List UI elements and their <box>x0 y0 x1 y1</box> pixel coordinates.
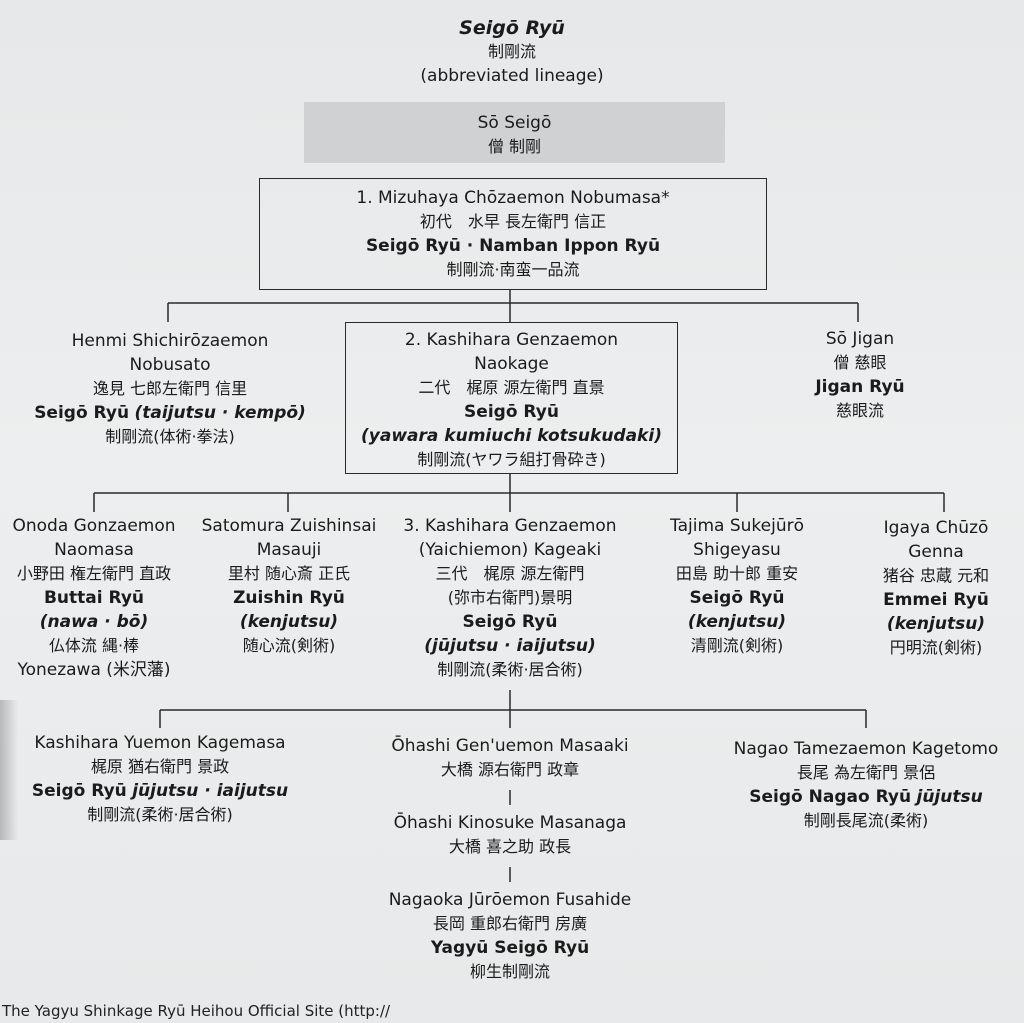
jigan-school-jp: 慈眼流 <box>835 401 884 420</box>
gen3-name2: (Yaichiemon) Kageaki <box>418 540 602 560</box>
gen2-school-jp: 制剛流(ヤワラ組打骨砕き) <box>417 450 606 469</box>
founder-jp: 僧 制剛 <box>487 137 542 156</box>
gen1-school-jp: 制剛流·南蛮一品流 <box>446 260 580 279</box>
fusahide-jp: 長岡 重郎右衛門 房廣 <box>432 914 588 933</box>
gen2-box <box>345 322 678 474</box>
masanaga-node: Ōhashi Kinosuke Masanaga 大橋 喜之助 政長 <box>360 811 660 859</box>
satomura-name1: Satomura Zuishinsai <box>201 516 377 536</box>
title-name: Seigō Ryū <box>459 17 565 39</box>
gen2-node: 2. Kashihara Genzaemon Naokage 二代 梶原 源左衛… <box>345 328 678 472</box>
tajima-name1: Tajima Sukejūrō <box>670 516 804 536</box>
gen3-name1: 3. Kashihara Genzaemon <box>403 516 617 536</box>
igaya-name2: Genna <box>908 542 964 562</box>
founder-shade <box>304 102 725 163</box>
onoda-name2: Naomasa <box>54 540 134 560</box>
kagemasa-school: Seigō Ryū <box>31 781 127 801</box>
onoda-school: Buttai Ryū <box>43 588 145 608</box>
gen2-school-paren: (yawara kumiuchi kotsukudaki) <box>361 426 662 446</box>
henmi-school-paren: (taijutsu · kempō) <box>134 403 306 423</box>
henmi-school-jp: 制剛流(体術·拳法) <box>105 427 235 446</box>
onoda-domain: Yonezawa (米沢藩) <box>17 660 171 680</box>
gen1-box <box>259 178 767 290</box>
masanaga-name: Ōhashi Kinosuke Masanaga <box>393 813 627 833</box>
satomura-node: Satomura Zuishinsai Masauji 里村 随心斎 正氏 Zu… <box>192 514 386 658</box>
footer-citation: The Yagyu Shinkage Ryū Heihou Official S… <box>2 1002 391 1020</box>
jigan-school: Jigan Ryū <box>815 377 905 397</box>
kagetomo-school-it: jūjutsu <box>916 787 983 807</box>
kagemasa-school-jp: 制剛流(柔術·居合術) <box>87 805 233 824</box>
henmi-school: Seigō Ryū <box>34 403 130 423</box>
page-shadow <box>0 700 18 840</box>
gen1-node: 1. Mizuhaya Chōzaemon Nobumasa* 初代 水早 長左… <box>259 186 767 282</box>
gen1-school: Seigō Ryū · Namban Ippon Ryū <box>365 236 661 256</box>
onoda-school-jp: 仏体流 縄·棒 <box>48 636 140 655</box>
jigan-node: Sō Jigan 僧 慈眼 Jigan Ryū 慈眼流 <box>770 327 950 423</box>
onoda-name1: Onoda Gonzaemon <box>12 516 176 536</box>
jigan-name: Sō Jigan <box>825 329 895 349</box>
kagemasa-school-it: jūjutsu · iaijutsu <box>132 781 289 801</box>
kagemasa-name: Kashihara Yuemon Kagemasa <box>34 733 286 753</box>
satomura-school-paren: (kenjutsu) <box>239 612 339 632</box>
onoda-school-paren: (nawa · bō) <box>39 612 149 632</box>
fusahide-name: Nagaoka Jūrōemon Fusahide <box>388 890 632 910</box>
igaya-name1: Igaya Chūzō <box>883 518 989 538</box>
igaya-school: Emmei Ryū <box>883 590 989 610</box>
gen2-name1: 2. Kashihara Genzaemon <box>404 330 619 350</box>
gen3-jp1: 三代 梶原 源左衛門 <box>435 564 585 583</box>
kagetomo-name: Nagao Tamezaemon Kagetomo <box>733 739 999 759</box>
tajima-node: Tajima Sukejūrō Shigeyasu 田島 助十郎 重安 Seig… <box>645 514 829 658</box>
henmi-node: Henmi Shichirōzaemon Nobusato 逸見 七郎左衛門 信… <box>20 329 320 449</box>
gen2-name2: Naokage <box>474 354 549 374</box>
igaya-school-jp: 円明流(剣術) <box>889 638 983 657</box>
jigan-jp: 僧 慈眼 <box>833 353 887 372</box>
gen3-jp2: (弥市右衛門)景明 <box>447 588 573 607</box>
satomura-name2: Masauji <box>256 540 322 560</box>
kagetomo-jp: 長尾 為左衛門 景侶 <box>796 763 936 782</box>
henmi-jp: 逸見 七郎左衛門 信里 <box>92 379 248 398</box>
diagram-title: Seigō Ryū 制剛流 (abbreviated lineage) <box>362 16 662 88</box>
fusahide-school-jp: 柳生制剛流 <box>469 962 550 981</box>
gen3-school-paren: (jūjutsu · iaijutsu) <box>424 636 596 656</box>
gen3-school-jp: 制剛流(柔術·居合術) <box>437 660 583 679</box>
igaya-school-paren: (kenjutsu) <box>886 614 986 634</box>
kagemasa-jp: 梶原 猶右衛門 景政 <box>90 757 230 776</box>
title-jp: 制剛流 <box>487 42 536 61</box>
masaaki-node: Ōhashi Gen'uemon Masaaki 大橋 源右衛門 政章 <box>360 734 660 782</box>
gen2-school: Seigō Ryū <box>464 402 559 422</box>
kagemasa-node: Kashihara Yuemon Kagemasa 梶原 猶右衛門 景政 Sei… <box>10 731 310 827</box>
masanaga-jp: 大橋 喜之助 政長 <box>448 837 572 856</box>
founder-node: Sō Seigō 僧 制剛 <box>304 111 725 159</box>
onoda-node: Onoda Gonzaemon Naomasa 小野田 権左衛門 直政 Butt… <box>0 514 188 682</box>
tajima-school-jp: 清剛流(剣術) <box>690 636 784 655</box>
tajima-school: Seigō Ryū <box>689 588 785 608</box>
igaya-node: Igaya Chūzō Genna 猪谷 忠蔵 元和 Emmei Ryū (ke… <box>858 516 1014 660</box>
title-note: (abbreviated lineage) <box>420 66 604 86</box>
masaaki-jp: 大橋 源右衛門 政章 <box>440 760 580 779</box>
masaaki-name: Ōhashi Gen'uemon Masaaki <box>391 736 629 756</box>
satomura-jp: 里村 随心斎 正氏 <box>227 564 351 583</box>
henmi-name2: Nobusato <box>129 355 211 375</box>
gen1-jp: 初代 水早 長左衛門 信正 <box>419 212 607 231</box>
onoda-jp: 小野田 権左衛門 直政 <box>16 564 172 583</box>
fusahide-node: Nagaoka Jūrōemon Fusahide 長岡 重郎右衛門 房廣 Ya… <box>360 888 660 984</box>
gen2-jp: 二代 梶原 源左衛門 直景 <box>418 378 605 397</box>
fusahide-school: Yagyū Seigō Ryū <box>430 938 590 958</box>
tajima-name2: Shigeyasu <box>693 540 781 560</box>
satomura-school: Zuishin Ryū <box>233 588 345 608</box>
founder-name: Sō Seigō <box>477 113 552 133</box>
gen1-name: 1. Mizuhaya Chōzaemon Nobumasa* <box>356 188 670 208</box>
tajima-school-paren: (kenjutsu) <box>687 612 787 632</box>
tajima-jp: 田島 助十郎 重安 <box>675 564 799 583</box>
gen3-school: Seigō Ryū <box>462 612 558 632</box>
kagetomo-school-jp: 制剛長尾流(柔術) <box>803 811 929 830</box>
kagetomo-school: Seigō Nagao Ryū <box>749 787 912 807</box>
igaya-jp: 猪谷 忠蔵 元和 <box>882 566 990 585</box>
gen3-node: 3. Kashihara Genzaemon (Yaichiemon) Kage… <box>385 514 635 682</box>
henmi-name1: Henmi Shichirōzaemon <box>71 331 269 351</box>
kagetomo-node: Nagao Tamezaemon Kagetomo 長尾 為左衛門 景侶 Sei… <box>706 737 1024 833</box>
satomura-school-jp: 随心流(剣術) <box>242 636 336 655</box>
